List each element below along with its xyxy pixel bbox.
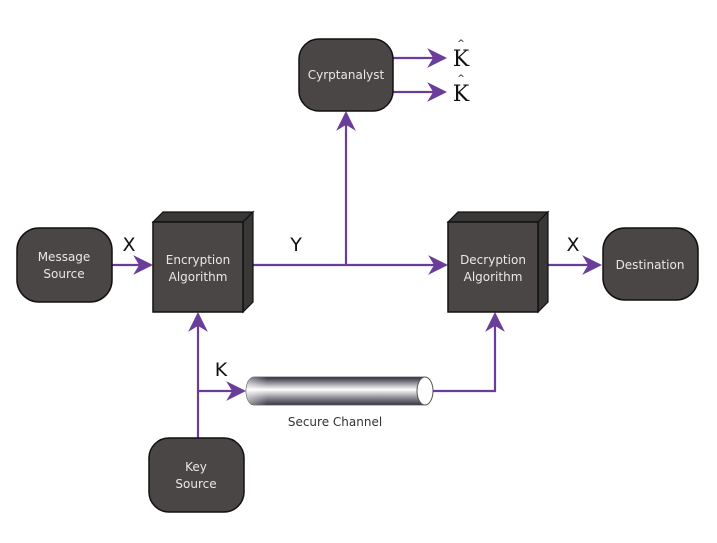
key-source-node: Key Source xyxy=(148,437,245,513)
label-k: K xyxy=(215,359,228,381)
cryptanalyst-label: Cyrptanalyst xyxy=(308,68,385,82)
secure-channel-tube: Secure Channel xyxy=(245,376,434,429)
label-x-in: X xyxy=(122,234,135,256)
cryptanalyst-node: Cyrptanalyst xyxy=(298,38,394,112)
decryption-algorithm-node: Decryption Algorithm xyxy=(446,210,550,314)
label-k-estimate-1: K xyxy=(453,47,470,72)
encryption-line2: Algorithm xyxy=(169,270,228,284)
encryption-line1: Encryption xyxy=(166,253,230,267)
message-source-node: Message Source xyxy=(16,227,113,303)
message-source-line2: Source xyxy=(43,267,84,281)
key-source-line1: Key xyxy=(185,460,207,474)
secure-channel-label: Secure Channel xyxy=(288,415,382,429)
destination-node: Destination xyxy=(602,227,699,301)
label-k-estimate-2: K xyxy=(453,82,470,107)
message-source-line1: Message xyxy=(38,250,91,264)
label-x-out: X xyxy=(566,234,579,256)
decryption-line2: Algorithm xyxy=(464,270,523,284)
hat-2: ^ xyxy=(457,74,465,84)
decryption-line1: Decryption xyxy=(460,253,526,267)
destination-label: Destination xyxy=(616,258,685,272)
hat-1: ^ xyxy=(457,39,465,49)
label-y: Y xyxy=(289,234,302,256)
key-source-line2: Source xyxy=(175,477,216,491)
edge-channel-to-decryption xyxy=(432,312,505,393)
encryption-algorithm-node: Encryption Algorithm xyxy=(151,210,255,314)
